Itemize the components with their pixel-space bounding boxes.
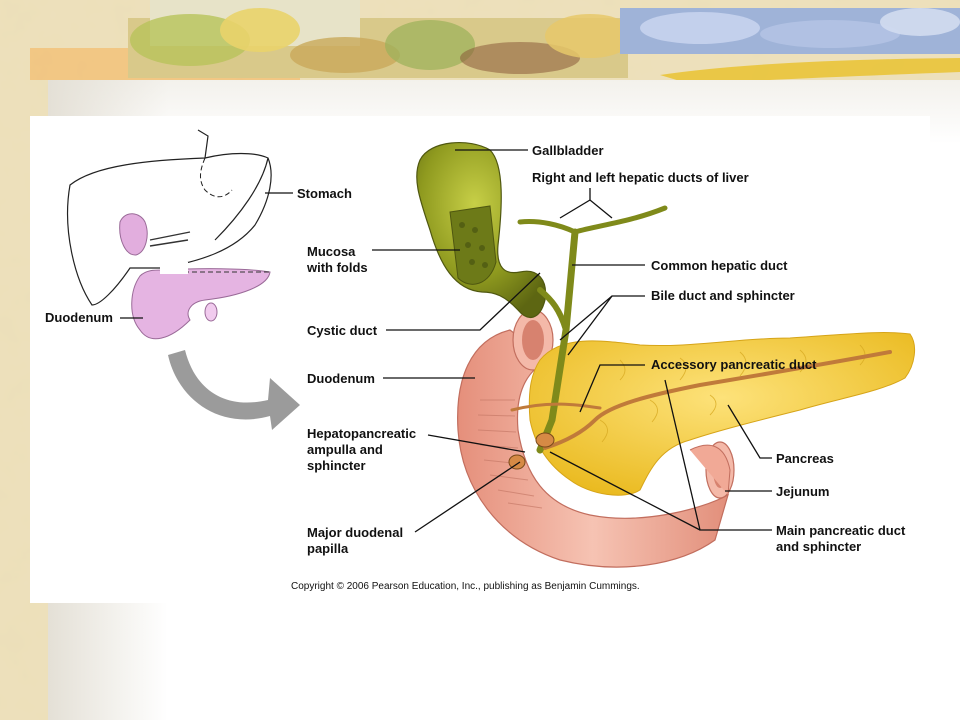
label-papilla-2: papilla — [307, 541, 349, 556]
label-hepato-3: sphincter — [307, 458, 366, 473]
curved-arrow-icon — [168, 350, 300, 430]
label-hepato-1: Hepatopancreatic — [307, 426, 416, 441]
label-gallbladder: Gallbladder — [532, 143, 604, 158]
label-pancreas: Pancreas — [776, 451, 834, 466]
label-stomach: Stomach — [297, 186, 352, 201]
label-accessory-duct: Accessory pancreatic duct — [651, 357, 817, 372]
label-hepatic-ducts: Right and left hepatic ducts of liver — [532, 170, 749, 185]
label-duodenum-main: Duodenum — [307, 371, 375, 386]
duodenum-loop — [457, 309, 735, 568]
ampulla-sphincter — [535, 432, 555, 448]
inset-liver-outline — [67, 129, 272, 306]
label-bile-duct: Bile duct and sphincter — [651, 288, 795, 303]
label-common-hepatic-duct: Common hepatic duct — [651, 258, 788, 273]
label-main-duct-1: Main pancreatic duct — [776, 523, 906, 538]
label-duodenum-inset: Duodenum — [45, 310, 113, 325]
leader-lines — [372, 149, 772, 533]
label-cystic-duct: Cystic duct — [307, 323, 378, 338]
label-papilla-1: Major duodenal — [307, 525, 403, 540]
inset-organs — [119, 213, 271, 340]
label-hepato-2: ampulla and — [307, 442, 383, 457]
copyright-text: Copyright © 2006 Pearson Education, Inc.… — [291, 581, 640, 592]
label-mucosa-2: with folds — [306, 260, 368, 275]
label-jejunum: Jejunum — [776, 484, 829, 499]
major-duodenal-papilla — [508, 454, 526, 470]
label-main-duct-2: and sphincter — [776, 539, 861, 554]
pancreas-shape — [528, 332, 916, 496]
label-mucosa-1: Mucosa — [307, 244, 356, 259]
decorative-banner — [30, 0, 960, 84]
